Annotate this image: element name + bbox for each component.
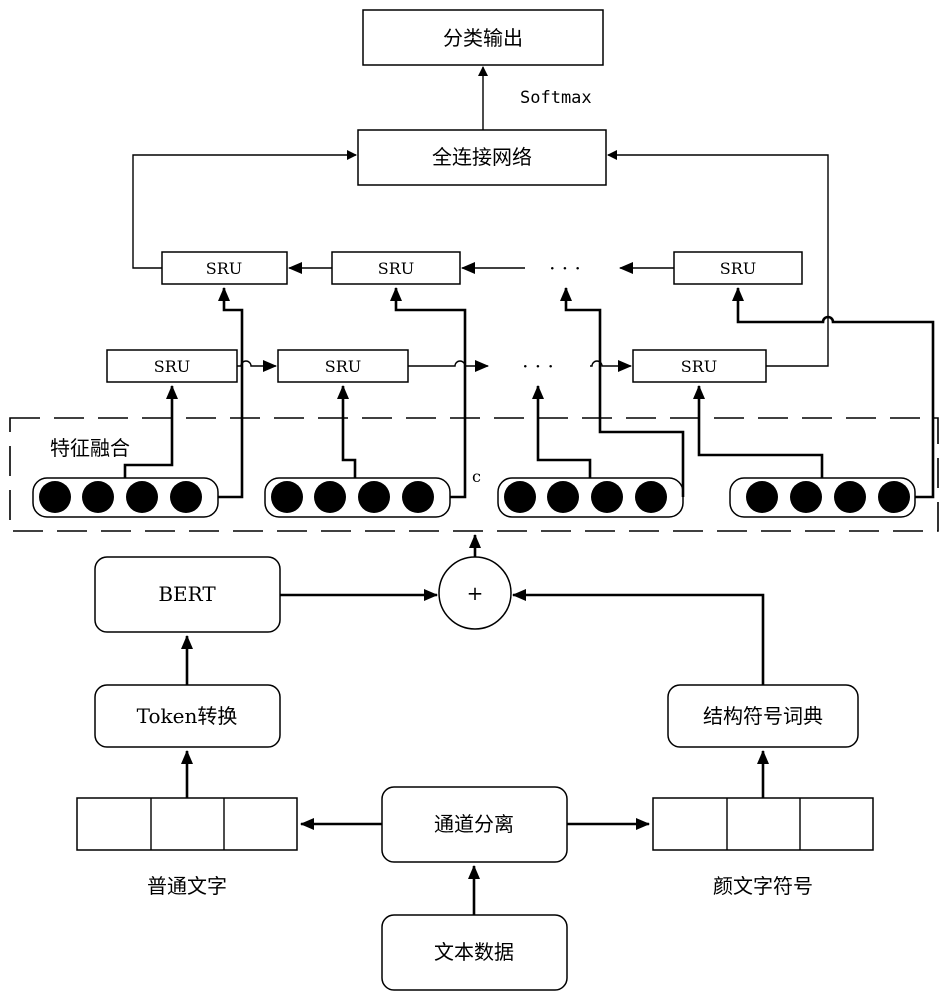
conn-v4-lower4 [693,385,824,478]
conn-v1-upper1 [218,287,244,499]
vector-4 [729,477,916,518]
plain-text-cells [76,797,298,851]
svg-text:SRU: SRU [325,357,362,376]
token-box: Token转换 [94,684,281,748]
vector-3 [497,477,684,518]
conn-v2-lower2 [337,385,357,478]
sum-node: + [438,556,512,630]
arrow-dict-to-sum [512,589,765,685]
vector-2 [264,477,451,518]
arrow-lower-dots-4 [590,360,632,372]
plus-label: + [467,581,484,605]
text-data-box: 文本数据 [381,914,568,991]
c-label: c [472,467,481,486]
output-box: 分类输出 [362,9,604,66]
arrow-lower-to-fc [607,150,829,367]
conn-v1-lower1 [123,385,178,478]
ellipsis-lower: · · · [522,354,554,378]
conn-v4-upper4 [732,287,935,499]
emoticons-label: 颜文字符号 [713,874,813,898]
split-box: 通道分离 [381,786,568,863]
emoticon-cells [652,797,874,851]
ellipsis-upper: · · · [549,256,581,280]
sru-upper-4: SRU [673,251,803,285]
vector-1 [32,477,219,518]
fc-label: 全连接网络 [432,145,532,169]
output-label: 分类输出 [443,26,523,50]
softmax-label: Softmax [520,88,592,108]
split-label: 通道分离 [434,812,514,836]
dict-box: 结构符号词典 [667,684,859,748]
fc-box: 全连接网络 [357,129,607,186]
sru-lower-4: SRU [632,349,767,383]
svg-text:SRU: SRU [720,259,757,278]
bert-box: BERT [94,556,281,633]
conn-v2-upper2 [390,287,467,499]
svg-text:SRU: SRU [681,357,718,376]
token-label: Token转换 [137,704,238,728]
plain-text-label: 普通文字 [147,874,227,898]
svg-text:SRU: SRU [154,357,191,376]
arrow-lower-2-dots [408,360,489,372]
bert-label: BERT [158,582,216,606]
feature-fusion-label: 特征融合 [50,436,130,460]
sru-lower-2: SRU [277,349,409,383]
svg-text:SRU: SRU [206,259,243,278]
sru-lower-1: SRU [106,349,238,383]
dict-label: 结构符号词典 [703,704,823,728]
sru-upper-2: SRU [331,251,461,285]
svg-text:SRU: SRU [378,259,415,278]
text-data-label: 文本数据 [434,940,514,964]
sru-upper-1: SRU [161,251,288,285]
conn-v3-lower3 [532,385,592,478]
arrow-upper-to-fc [132,150,357,269]
conn-v3-upper3 [560,287,685,497]
feature-fusion-region [9,417,939,532]
